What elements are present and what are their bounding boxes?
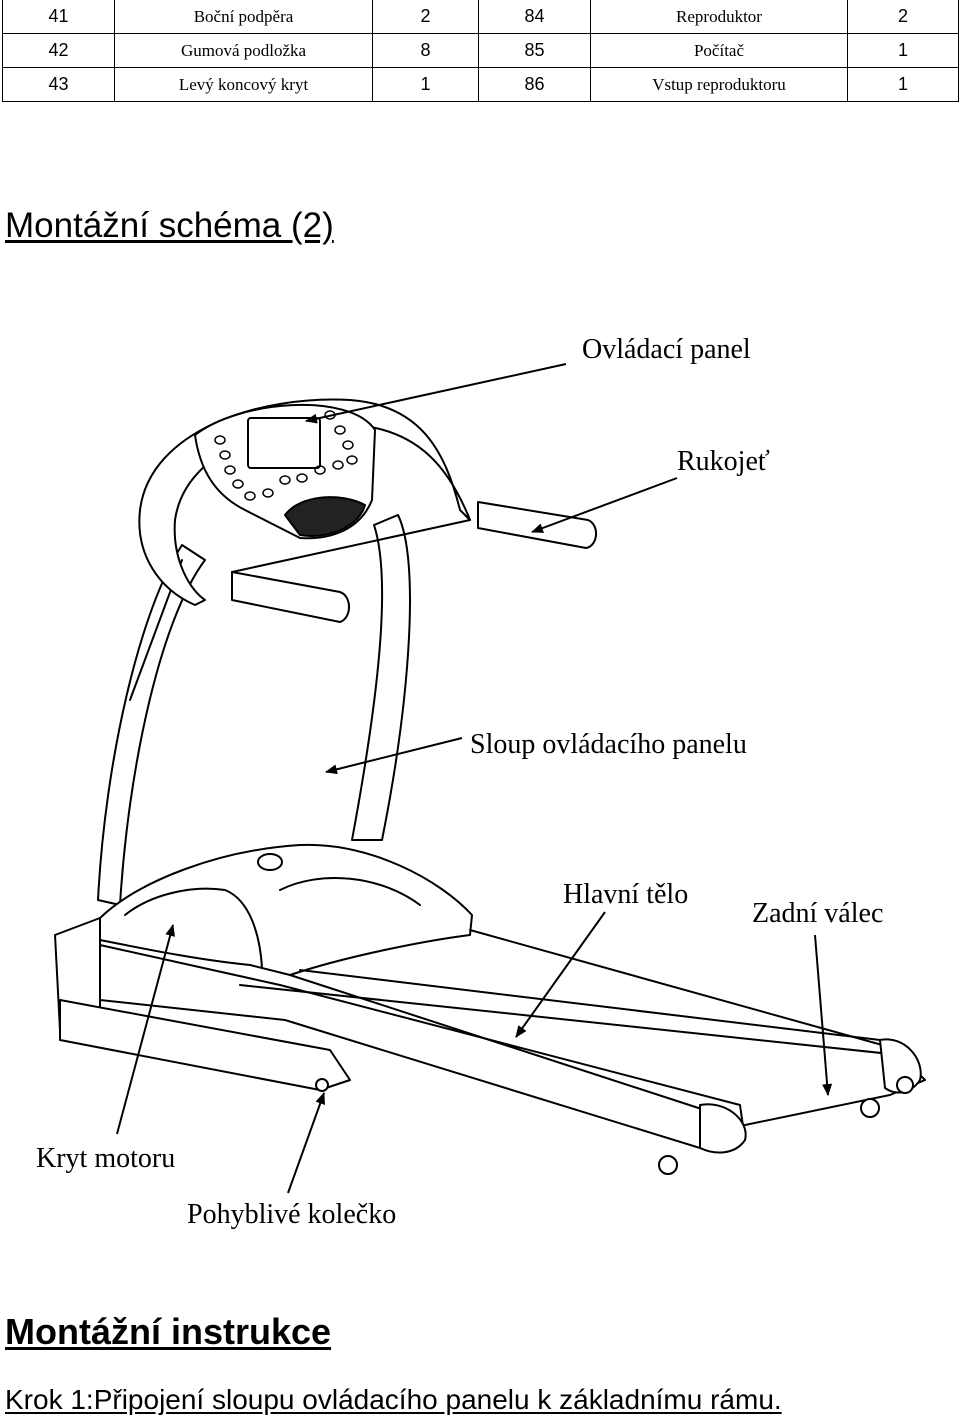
part-name: Počítač: [590, 33, 848, 68]
left-handle: [231, 571, 350, 623]
treadmill-drawing: [54, 398, 926, 1175]
part-quantity: 2: [372, 0, 479, 34]
part-quantity: 1: [372, 67, 479, 102]
console-display: [247, 417, 321, 469]
label-motor-cover: Kryt motoru: [36, 1143, 175, 1174]
part-quantity: 1: [847, 33, 959, 68]
instructions-heading: Montážní instrukce: [5, 1311, 332, 1352]
part-number: 84: [478, 0, 591, 34]
label-handle: Rukojeť: [677, 446, 770, 477]
table-row: 43 Levý koncový kryt 1 86 Vstup reproduk…: [2, 67, 959, 102]
label-rear-roller: Zadní válec: [752, 898, 883, 929]
part-number: 43: [2, 67, 115, 102]
label-control-panel: Ovládací panel: [582, 334, 751, 365]
parts-table: 41 Boční podpěra 2 84 Reproduktor 2 42 G…: [2, 0, 959, 102]
part-number: 42: [2, 33, 115, 68]
treadmill-diagram: Ovládací panel Rukojeť Sloup ovládacího …: [36, 334, 926, 1230]
section-heading: Montážní schéma (2): [5, 206, 334, 245]
part-name: Boční podpěra: [114, 0, 373, 34]
part-number: 85: [478, 33, 591, 68]
part-name: Gumová podložka: [114, 33, 373, 68]
part-quantity: 1: [847, 67, 959, 102]
callouts: [116, 363, 833, 1194]
part-quantity: 8: [372, 33, 479, 68]
part-quantity: 2: [847, 0, 959, 34]
caster-wheel: [315, 1078, 329, 1092]
label-main-body: Hlavní tělo: [563, 879, 688, 910]
label-caster-wheel: Pohyblivé kolečko: [187, 1199, 396, 1230]
part-name: Vstup reproduktoru: [590, 67, 848, 102]
part-name: Levý koncový kryt: [114, 67, 373, 102]
motor-cover: [99, 843, 473, 976]
part-number: 41: [2, 0, 115, 34]
table-row: 42 Gumová podložka 8 85 Počítač 1: [2, 33, 959, 68]
right-handle: [477, 501, 597, 549]
speaker-grille: [284, 496, 366, 537]
part-number: 86: [478, 67, 591, 102]
console-buttons: [214, 410, 358, 501]
part-name: Reproduktor: [590, 0, 848, 34]
label-panel-column: Sloup ovládacího panelu: [470, 729, 747, 760]
table-row: 41 Boční podpěra 2 84 Reproduktor 2: [2, 0, 959, 34]
step-1-text: Krok 1:Připojení sloupu ovládacího panel…: [5, 1384, 782, 1415]
